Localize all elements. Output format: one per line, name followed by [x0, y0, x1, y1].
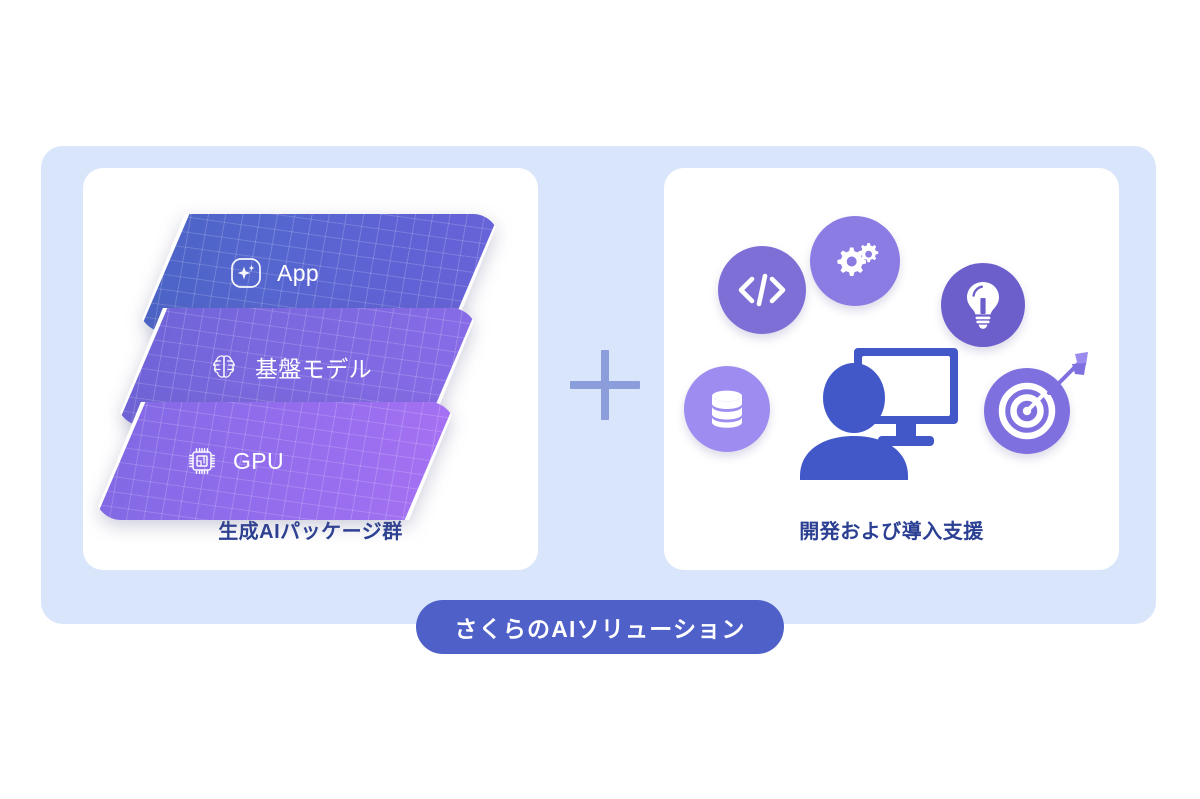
layer-fill — [95, 402, 455, 520]
dart-arrow-icon — [1042, 350, 1092, 400]
code-icon[interactable] — [718, 246, 806, 334]
layer-grid-texture — [95, 402, 455, 520]
support-icon-cluster — [664, 168, 1119, 570]
layer-card-gpu[interactable]: GPU — [95, 402, 455, 520]
layer-stack: App — [83, 168, 538, 528]
person-monitor-icon — [792, 340, 968, 480]
lightbulb-icon[interactable] — [941, 263, 1025, 347]
chip-icon — [185, 444, 219, 478]
left-panel-caption: 生成AIパッケージ群 — [218, 521, 403, 543]
target-icon[interactable] — [984, 368, 1070, 454]
brain-circuit-icon — [207, 350, 241, 384]
layer-label: 基盤モデル — [255, 356, 372, 382]
right-panel-caption: 開発および導入支援 — [799, 521, 984, 543]
solution-title-pill[interactable]: さくらのAIソリューション — [416, 600, 784, 654]
database-icon[interactable] — [684, 366, 770, 452]
plus-icon — [570, 350, 640, 420]
layer-label: App — [277, 259, 320, 286]
layer-label: GPU — [233, 447, 285, 474]
gears-icon[interactable] — [810, 216, 900, 306]
sparkle-square-icon — [229, 256, 263, 290]
solution-title-label: さくらのAIソリューション — [454, 616, 746, 642]
